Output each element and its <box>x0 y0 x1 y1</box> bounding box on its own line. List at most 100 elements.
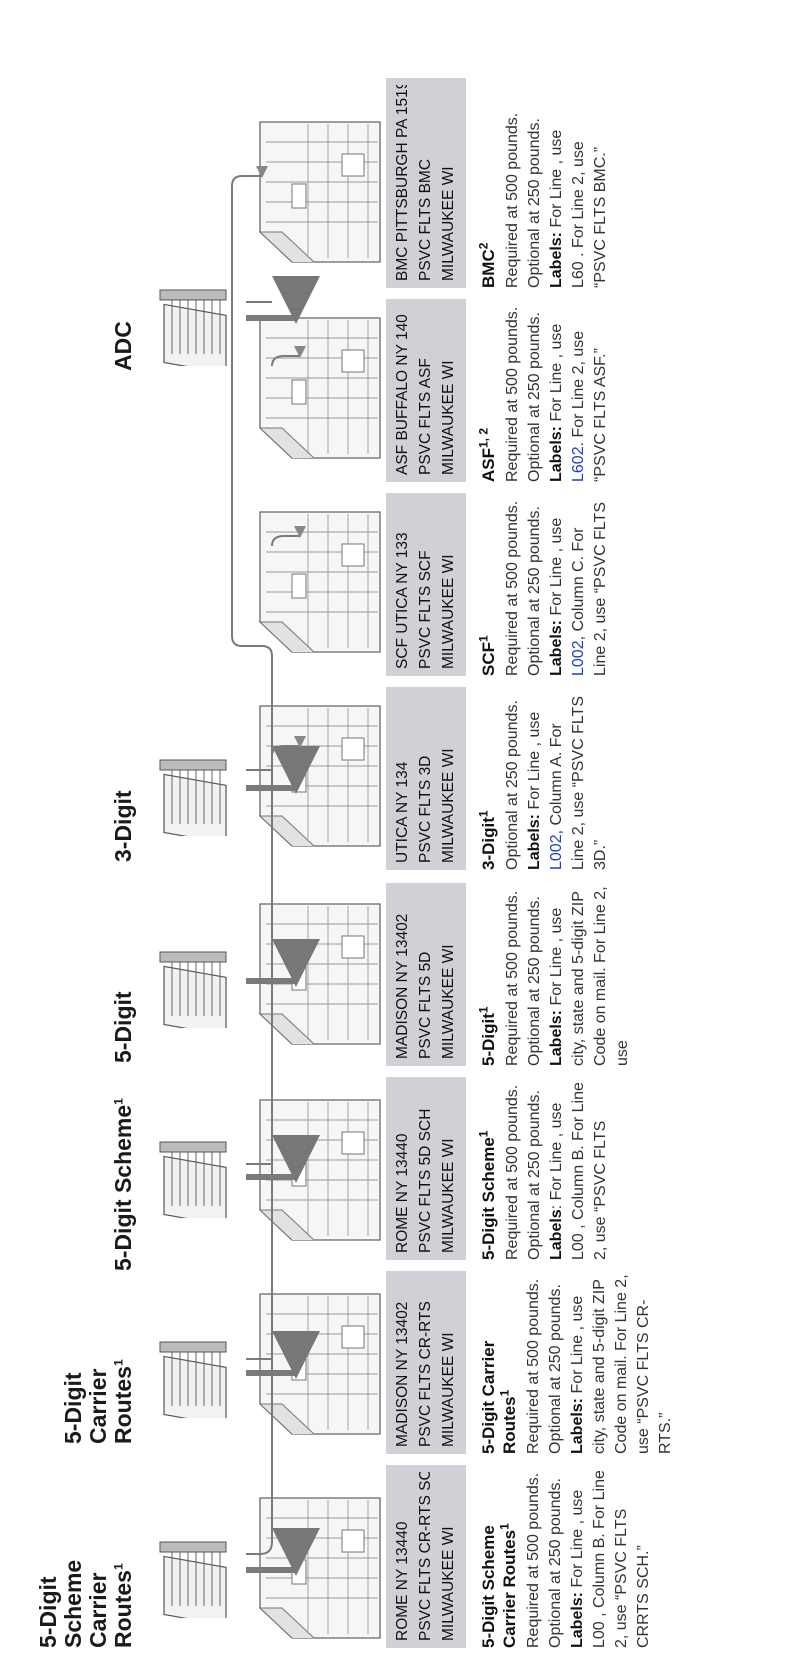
footnote-mark: 2 <box>476 243 490 250</box>
labels-text-part: For Line , use <box>526 712 543 814</box>
heading-line-1: BMC <box>479 249 498 288</box>
labels-text-part: For Line , use <box>548 324 565 426</box>
labels-label: Labels: <box>569 1592 586 1648</box>
footnote-mark: 1 <box>476 1006 490 1013</box>
labels-text-part: For Line , use <box>548 518 565 620</box>
sack-label-line-2: PSVC FLTS BMC <box>414 85 437 281</box>
sack-label: UTICA NY 134 PSVC FLTS 3D MILWAUKEE WI <box>386 687 466 870</box>
footnote-mark: 1 <box>476 810 490 817</box>
level-description: SCF1 Required at 500 pounds. Optional at… <box>478 496 612 676</box>
sack-label-line-1: MADISON NY 13402 <box>391 1278 414 1447</box>
sack-label-line-3: MILWAUKEE WI <box>437 1278 460 1447</box>
heading-line-1: 5-Digit Carrier <box>479 1341 498 1454</box>
heading-line-1: 5-Digit Scheme <box>479 1137 498 1260</box>
requirement-text: Required at 500 pounds. Optional at 250 … <box>502 886 546 1066</box>
description-heading: 5-Digit1 <box>478 886 499 1066</box>
heading-line-1: 5-Digit <box>479 1013 498 1066</box>
heading-line-1: 3-Digit <box>479 817 498 870</box>
sack-label-line-2: PSVC FLTS ASF <box>414 306 437 475</box>
heading-line-1: 5-Digit Scheme <box>479 1525 498 1648</box>
labels-text: Labels: For Line , use L60 . For Line 2,… <box>546 108 612 288</box>
description-heading: 5-Digit Scheme1 <box>478 1080 499 1260</box>
footnote-mark: 1 <box>476 635 490 642</box>
requirement-text: Required at 500 pounds. Optional at 250 … <box>502 108 546 288</box>
labels-label: Labels: <box>548 232 565 288</box>
labels-label: Labels: <box>548 620 565 676</box>
labels-label: Labels: <box>548 426 565 482</box>
labels-text: Labels: For Line , use city, state and 5… <box>567 1274 677 1454</box>
labels-text: Labels: For Line , use L002, Column A. F… <box>524 690 612 870</box>
sack-label-line-2: PSVC FLTS CR-RTS <box>414 1278 437 1447</box>
sack-label: MADISON NY 13402 PSVC FLTS 5D MILWAUKEE … <box>386 883 466 1066</box>
sack-label-line-3: MILWAUKEE WI <box>437 85 460 281</box>
labels-text: Labels: For Line , use L002, Column C. F… <box>546 496 612 676</box>
sack-label-line-1: SCF UTICA NY 133 <box>391 500 414 669</box>
footnote-mark: 1 <box>476 1131 490 1138</box>
labels-label: Labels: <box>548 1010 565 1066</box>
labels-label: Labels: <box>569 1398 586 1454</box>
requirement-text: Required at 500 pounds. Optional at 250 … <box>523 1468 567 1648</box>
requirement-text: Required at 500 pounds. Optional at 250 … <box>502 496 546 676</box>
description-heading: ASF1, 2 <box>478 302 499 482</box>
heading-line-2: Carrier Routes <box>500 1530 519 1648</box>
footnote-mark: 1 <box>497 1523 511 1530</box>
labels-text: Labels: For Line , use city, state and 5… <box>546 886 634 1066</box>
label-list-reference: L00 <box>591 1621 608 1648</box>
sack-label-line-2: PSVC FLTS 5D SCH <box>414 1084 437 1253</box>
sack-label-line-2: PSVC FLTS 5D <box>414 890 437 1059</box>
level-description: 3-Digit1 Optional at 250 pounds. Labels:… <box>478 690 612 870</box>
sack-label-line-2: PSVC FLTS SCF <box>414 500 437 669</box>
description-heading: BMC2 <box>478 108 499 288</box>
label-list-link[interactable]: L002 <box>548 834 565 870</box>
sack-label-line-3: MILWAUKEE WI <box>437 694 460 863</box>
heading-line-2: Routes <box>500 1396 519 1454</box>
label-list-link[interactable]: L002 <box>570 640 587 676</box>
sack-label-line-1: UTICA NY 134 <box>391 694 414 863</box>
sack-label: SCF UTICA NY 133 PSVC FLTS SCF MILWAUKEE… <box>386 493 466 676</box>
heading-line-1: ASF <box>479 448 498 482</box>
heading-line-1: SCF <box>479 642 498 676</box>
label-list-reference: L00 <box>570 1233 587 1260</box>
sack-label-line-3: MILWAUKEE WI <box>437 890 460 1059</box>
labels-label: Labels <box>548 1209 565 1260</box>
sack-label: ROME NY 13440 PSVC FLTS 5D SCH MILWAUKEE… <box>386 1077 466 1260</box>
sack-label-line-1: ROME NY 13440 <box>391 1084 414 1253</box>
labels-text: Labels: For Line , use L00 , Column B. F… <box>567 1468 655 1648</box>
labels-text: Labels: For Line , use L00 , Column B. F… <box>546 1080 612 1260</box>
label-list-link[interactable]: L602 <box>570 446 587 482</box>
labels-text-part: : For Line , use <box>548 1103 565 1210</box>
labels-text-part: For Line , use <box>569 1490 586 1592</box>
labels-text: Labels: For Line , use L602. For Line 2,… <box>546 302 612 482</box>
footnote-mark: 1 <box>497 1390 511 1397</box>
sack-label-line-3: MILWAUKEE WI <box>437 1084 460 1253</box>
sack-label-line-1: ASF BUFFALO NY 140 <box>391 306 414 475</box>
sack-label: ROME NY 13440 PSVC FLTS CR-RTS SCH MILWA… <box>386 1465 466 1648</box>
level-description: 5-Digit Scheme1 Required at 500 pounds. … <box>478 1080 612 1260</box>
sack-label-line-3: MILWAUKEE WI <box>437 500 460 669</box>
sack-label-line-3: MILWAUKEE WI <box>437 1472 460 1641</box>
sack-label: BMC PITTSBURGH PA 15195 PSVC FLTS BMC MI… <box>386 78 466 288</box>
requirement-text: Required at 500 pounds. Optional at 250 … <box>523 1274 567 1454</box>
requirement-text: Required at 500 pounds. Optional at 250 … <box>502 1080 546 1260</box>
sack-label: ASF BUFFALO NY 140 PSVC FLTS ASF MILWAUK… <box>386 299 466 482</box>
level-description: ASF1, 2 Required at 500 pounds. Optional… <box>478 302 612 482</box>
description-heading: SCF1 <box>478 496 499 676</box>
requirement-text: Optional at 250 pounds. <box>502 690 524 870</box>
description-heading: 3-Digit1 <box>478 690 499 870</box>
footnote-mark: 1, 2 <box>476 428 490 448</box>
sack-label-line-2: PSVC FLTS 3D <box>414 694 437 863</box>
sack-label-line-1: MADISON NY 13402 <box>391 890 414 1059</box>
sack-label: MADISON NY 13402 PSVC FLTS CR-RTS MILWAU… <box>386 1271 466 1454</box>
level-description: BMC2 Required at 500 pounds. Optional at… <box>478 108 612 288</box>
labels-label: Labels: <box>526 814 543 870</box>
sack-label-line-1: BMC PITTSBURGH PA 15195 <box>391 85 414 281</box>
sack-label-line-1: ROME NY 13440 <box>391 1472 414 1641</box>
requirement-text: Required at 500 pounds. Optional at 250 … <box>502 302 546 482</box>
sack-label-line-3: MILWAUKEE WI <box>437 306 460 475</box>
level-description: 5-Digit1 Required at 500 pounds. Optiona… <box>478 886 634 1066</box>
